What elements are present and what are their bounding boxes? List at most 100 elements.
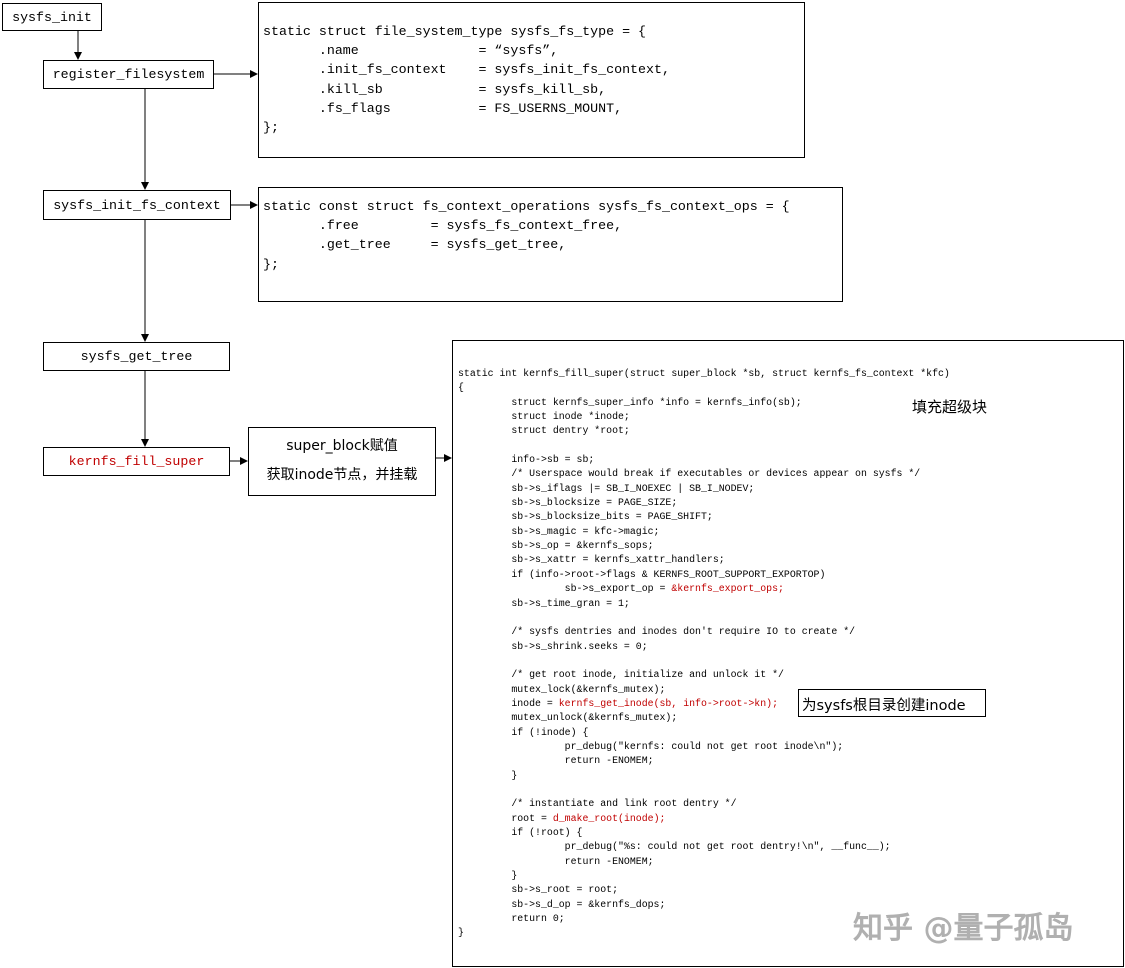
code-line: sb->s_export_op = &kernfs_export_ops; xyxy=(458,582,950,596)
code-text: } xyxy=(458,769,518,781)
code-text: info->sb = sb; xyxy=(458,454,595,466)
code-line: static const struct fs_context_operation… xyxy=(263,197,790,216)
code-line: if (!inode) { xyxy=(458,726,950,740)
code-line: .free = sysfs_fs_context_free, xyxy=(263,216,790,235)
code-line: sb->s_magic = kfc->magic; xyxy=(458,525,950,539)
node-sysfs-init-fs-context: sysfs_init_fs_context xyxy=(43,190,231,220)
code-line: return -ENOMEM; xyxy=(458,855,950,869)
code-text: sb->s_blocksize = PAGE_SIZE; xyxy=(458,497,678,509)
code-text: /* sysfs dentries and inodes don't requi… xyxy=(458,626,856,638)
code-text: static int kernfs_fill_super(struct supe… xyxy=(458,368,950,379)
code-text: if (!inode) { xyxy=(458,726,589,738)
code-line: struct kernfs_super_info *info = kernfs_… xyxy=(458,396,950,410)
code-text: sb->s_export_op = xyxy=(458,583,672,595)
code-line: root = d_make_root(inode); xyxy=(458,812,950,826)
code-line: sb->s_blocksize = PAGE_SIZE; xyxy=(458,496,950,510)
code-line: struct inode *inode; xyxy=(458,410,950,424)
code-text: }; xyxy=(263,120,279,136)
code-text: sb->s_d_op = &kernfs_dops; xyxy=(458,898,666,910)
code-text: mutex_unlock(&kernfs_mutex); xyxy=(458,712,678,724)
code-text: /* instantiate and link root dentry */ xyxy=(458,798,737,810)
code-line: } xyxy=(458,769,950,783)
code-line: /* instantiate and link root dentry */ xyxy=(458,797,950,811)
code-line: .init_fs_context = sysfs_init_fs_context… xyxy=(263,60,670,79)
code-line xyxy=(458,611,950,625)
code-text: /* Userspace would break if executables … xyxy=(458,468,921,480)
code-text: mutex_lock(&kernfs_mutex); xyxy=(458,683,666,695)
code-text: inode = xyxy=(458,697,559,709)
code-line: { xyxy=(458,381,950,395)
node-label: kernfs_fill_super xyxy=(68,454,205,469)
code-text xyxy=(458,655,464,666)
code-highlight: kernfs_get_inode(sb, info->root->kn); xyxy=(558,697,779,709)
note-line-2: 获取inode节点，并挂载 xyxy=(266,467,418,483)
node-sysfs-get-tree: sysfs_get_tree xyxy=(43,342,230,371)
code-highlight: d_make_root(inode); xyxy=(552,812,666,824)
annotation-fill-super: 填充超级块 xyxy=(912,398,988,416)
code-box-fill-super: static int kernfs_fill_super(struct supe… xyxy=(452,340,1124,967)
code-line: .get_tree = sysfs_get_tree, xyxy=(263,235,790,254)
code-text: .free = sysfs_fs_context_free, xyxy=(263,218,623,234)
code-line: if (info->root->flags & KERNFS_ROOT_SUPP… xyxy=(458,568,950,582)
code-text: /* get root inode, initialize and unlock… xyxy=(458,669,784,681)
code-text xyxy=(458,612,464,623)
code-text: .fs_flags = FS_USERNS_MOUNT, xyxy=(263,100,623,116)
code-text: sb->s_iflags |= SB_I_NOEXEC | SB_I_NODEV… xyxy=(458,482,755,494)
code-line xyxy=(458,439,950,453)
code-line: sb->s_d_op = &kernfs_dops; xyxy=(458,898,950,912)
code-text: { xyxy=(458,382,464,394)
code-text: sb->s_root = root; xyxy=(458,884,619,896)
code-text xyxy=(458,440,464,451)
code-highlight: &kernfs_export_ops; xyxy=(671,583,784,595)
code-line: info->sb = sb; xyxy=(458,453,950,467)
code-text: return -ENOMEM; xyxy=(458,755,654,767)
watermark: 知乎 @量子孤岛 xyxy=(853,911,1074,946)
code-text: static struct file_system_type sysfs_fs_… xyxy=(263,24,647,39)
code-line: pr_debug("%s: could not get root dentry!… xyxy=(458,840,950,854)
code-text xyxy=(458,784,464,795)
code-line: sb->s_root = root; xyxy=(458,883,950,897)
code-line: sb->s_blocksize_bits = PAGE_SHIFT; xyxy=(458,510,950,524)
node-label: sysfs_init xyxy=(12,9,92,25)
code-line: sb->s_shrink.seeks = 0; xyxy=(458,640,950,654)
code-box-fs-type: static struct file_system_type sysfs_fs_… xyxy=(258,2,805,158)
code-text: struct dentry *root; xyxy=(458,425,630,437)
code-text: if (!root) { xyxy=(458,827,583,838)
code-text: .kill_sb = sysfs_kill_sb, xyxy=(263,81,607,97)
code-line xyxy=(458,654,950,668)
code-text: return -ENOMEM; xyxy=(458,855,654,867)
code-line: .fs_flags = FS_USERNS_MOUNT, xyxy=(263,99,670,118)
code-text: struct inode *inode; xyxy=(458,411,630,423)
code-ctx-ops: static const struct fs_context_operation… xyxy=(263,197,790,274)
note-line-1: super_block赋值 xyxy=(286,438,398,454)
code-text: .name = “sysfs”, xyxy=(263,43,559,59)
code-line: }; xyxy=(263,255,790,274)
code-text: .init_fs_context = sysfs_init_fs_context… xyxy=(263,62,670,78)
code-line: .kill_sb = sysfs_kill_sb, xyxy=(263,80,670,99)
code-line: if (!root) { xyxy=(458,826,950,840)
code-line: mutex_unlock(&kernfs_mutex); xyxy=(458,711,950,725)
node-sysfs-init: sysfs_init xyxy=(2,3,102,31)
code-text: static const struct fs_context_operation… xyxy=(263,199,790,214)
node-label: sysfs_init_fs_context xyxy=(53,197,221,213)
node-label: register_filesystem xyxy=(52,67,205,82)
code-text: pr_debug("%s: could not get root dentry!… xyxy=(458,841,891,853)
code-text: sb->s_shrink.seeks = 0; xyxy=(458,640,648,652)
code-fs-type: static struct file_system_type sysfs_fs_… xyxy=(263,22,670,137)
code-line: pr_debug("kernfs: could not get root ino… xyxy=(458,740,950,754)
code-text: root = xyxy=(458,812,553,824)
code-line: }; xyxy=(263,118,670,137)
code-line: } xyxy=(458,926,950,940)
code-line: static struct file_system_type sysfs_fs_… xyxy=(263,22,670,41)
node-kernfs-fill-super: kernfs_fill_super xyxy=(43,447,230,476)
code-fill-super: static int kernfs_fill_super(struct supe… xyxy=(458,367,950,941)
node-label: sysfs_get_tree xyxy=(80,349,193,364)
code-text: sb->s_time_gran = 1; xyxy=(458,597,630,609)
code-text: }; xyxy=(263,256,279,272)
code-text: } xyxy=(458,870,518,882)
code-line: sb->s_xattr = kernfs_xattr_handlers; xyxy=(458,553,950,567)
code-line: sb->s_iflags |= SB_I_NOEXEC | SB_I_NODEV… xyxy=(458,482,950,496)
code-line: inode = kernfs_get_inode(sb, info->root-… xyxy=(458,697,950,711)
code-line: .name = “sysfs”, xyxy=(263,41,670,60)
